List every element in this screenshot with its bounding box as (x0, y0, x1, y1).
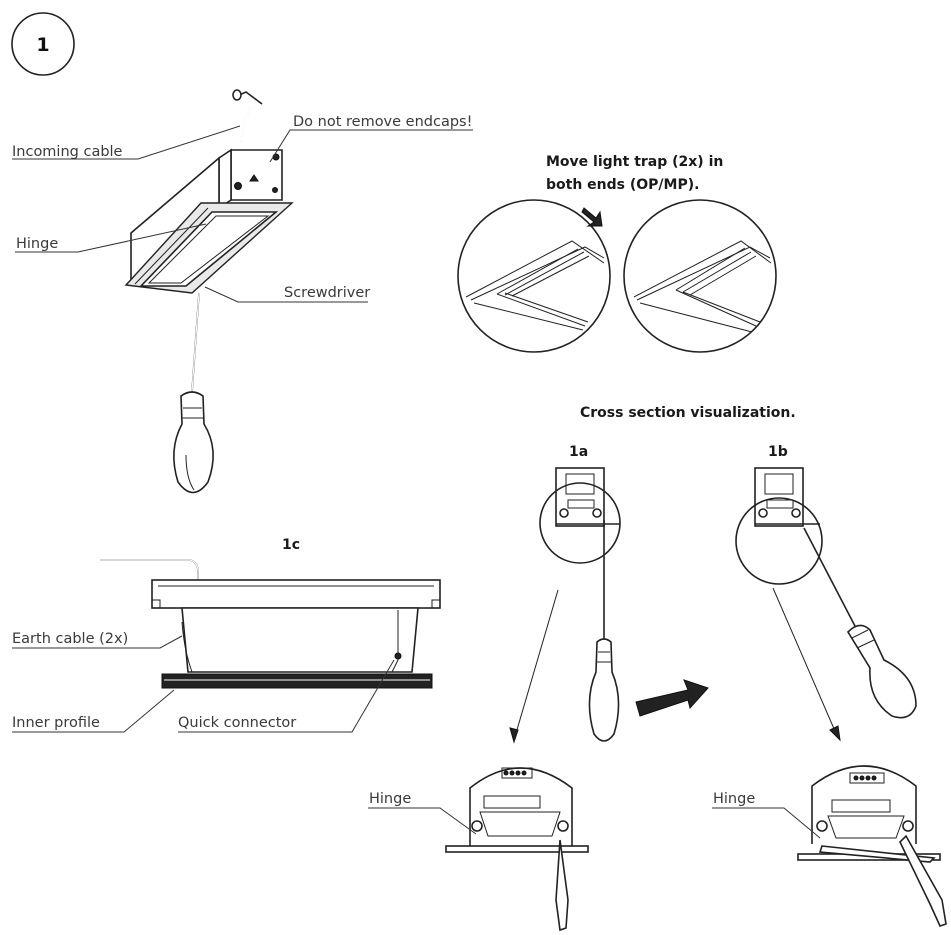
view-1a-label: 1a (569, 444, 588, 460)
screwdriver-label: Screwdriver (284, 285, 370, 301)
earth-cable-label: Earth cable (2x) (12, 631, 128, 647)
side-view-1c (100, 559, 441, 689)
hinge-label-1b: Hinge (713, 791, 755, 807)
endcaps-warning-label: Do not remove endcaps! (293, 114, 472, 130)
transition-arrow (635, 679, 709, 717)
light-trap-detail-before (457, 199, 611, 353)
view-1b-label: 1b (768, 444, 788, 460)
move-light-trap-line2: both ends (OP/MP). (546, 177, 699, 193)
incoming-cable-label: Incoming cable (12, 144, 123, 160)
luminaire-illustration (124, 89, 294, 494)
cross-section-title: Cross section visualization. (580, 405, 796, 421)
view-1c-label: 1c (282, 537, 300, 553)
step-number: 1 (36, 34, 49, 56)
inner-profile-label: Inner profile (12, 715, 100, 731)
cross-section-1b-detail (797, 765, 947, 927)
cross-section-1a (539, 467, 621, 742)
step-badge: 1 (11, 12, 75, 76)
quick-connector-label: Quick connector (178, 715, 296, 731)
hinge-label-1a: Hinge (369, 791, 411, 807)
cross-section-1a-detail (445, 767, 589, 932)
move-light-trap-line1: Move light trap (2x) in (546, 154, 723, 170)
cross-section-1b (735, 467, 917, 719)
light-trap-detail-after (623, 199, 777, 353)
hinge-label-top: Hinge (16, 236, 58, 252)
